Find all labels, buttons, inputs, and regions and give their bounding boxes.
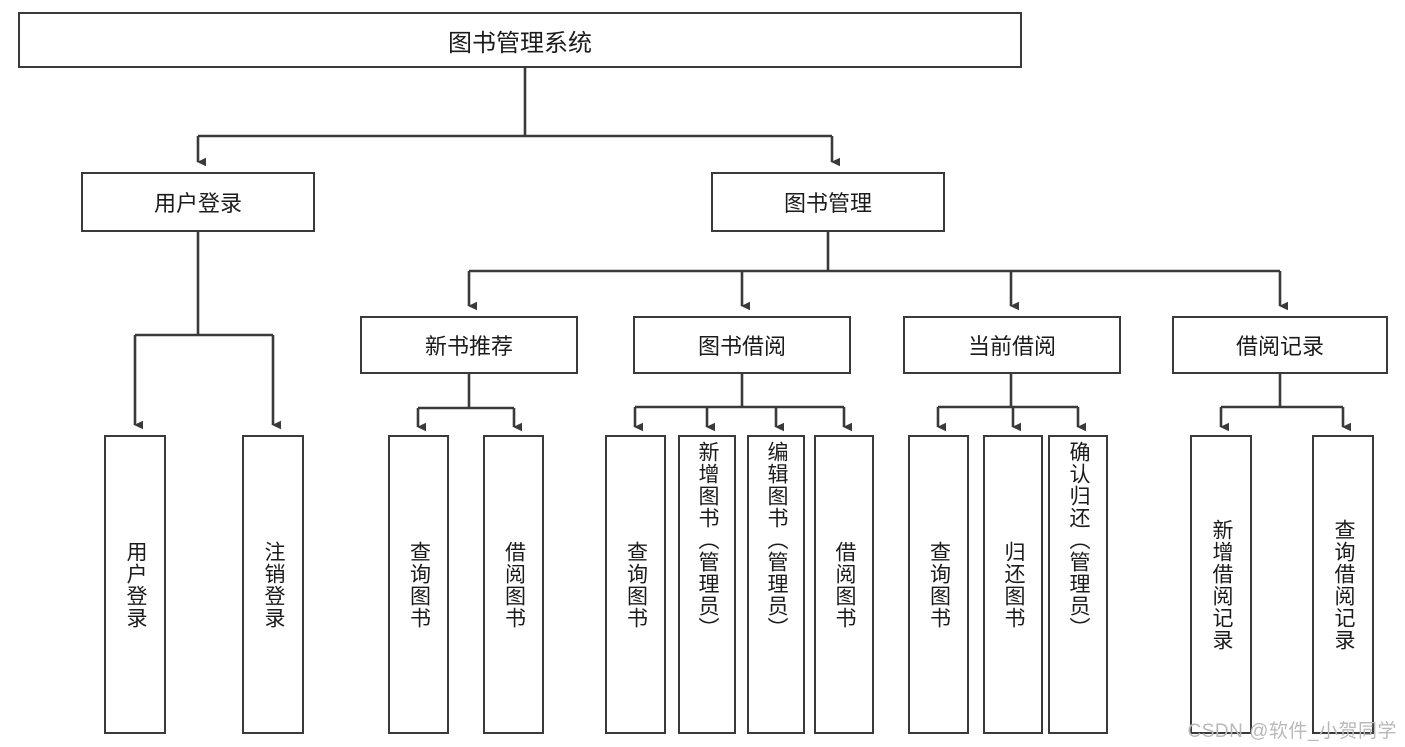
leaf-user-login[interactable]: 用户登录 [104,435,166,734]
leaf-confirm-return[interactable]: 确认归还（管理员） [1048,435,1108,734]
node-new-book-recommend-label: 新书推荐 [424,334,513,359]
leaf-return-book[interactable]: 归还图书 [983,435,1043,734]
node-book-borrow[interactable]: 图书借阅 [633,316,851,374]
leaf-add-record-label: 新增借阅记录 [1210,518,1234,651]
node-borrow-record-label: 借阅记录 [1235,334,1324,359]
node-current-borrow-label: 当前借阅 [967,334,1056,359]
leaf-query-book-3[interactable]: 查询图书 [908,435,969,734]
node-book-borrow-label: 图书借阅 [697,334,786,359]
leaf-edit-book[interactable]: 编辑图书（管理员） [747,435,805,734]
leaf-query-book-3-label: 查询图书 [927,540,951,629]
node-current-borrow[interactable]: 当前借阅 [903,316,1121,374]
node-book-management-label: 图书管理 [783,191,872,216]
node-root-label: 图书管理系统 [448,29,592,57]
leaf-query-record-label: 查询借阅记录 [1332,518,1356,651]
node-book-management[interactable]: 图书管理 [711,172,945,232]
leaf-confirm-return-label: 确认归还（管理员） [1067,441,1091,639]
leaf-query-book-1[interactable]: 查询图书 [388,435,449,734]
node-root[interactable]: 图书管理系统 [18,12,1022,68]
leaf-query-book-1-label: 查询图书 [407,540,431,629]
node-user-login-label: 用户登录 [153,191,242,216]
leaf-add-book-label: 新增图书（管理员） [696,441,720,639]
leaf-query-record[interactable]: 查询借阅记录 [1312,435,1374,734]
leaf-borrow-book-1[interactable]: 借阅图书 [483,435,544,734]
leaf-logout[interactable]: 注销登录 [242,435,304,734]
leaf-borrow-book-2-label: 借阅图书 [833,540,857,629]
leaf-return-book-label: 归还图书 [1002,540,1026,629]
leaf-user-login-label: 用户登录 [124,540,148,629]
watermark: CSDN @软件_小贺同学 [1187,721,1397,742]
leaf-add-book[interactable]: 新增图书（管理员） [678,435,736,734]
node-user-login[interactable]: 用户登录 [81,172,315,232]
leaf-query-book-2[interactable]: 查询图书 [605,435,666,734]
leaf-query-book-2-label: 查询图书 [624,540,648,629]
leaf-add-record[interactable]: 新增借阅记录 [1190,435,1252,734]
leaf-edit-book-label: 编辑图书（管理员） [765,441,789,639]
leaf-borrow-book-1-label: 借阅图书 [502,540,526,629]
leaf-logout-label: 注销登录 [262,540,286,629]
node-borrow-record[interactable]: 借阅记录 [1172,316,1388,374]
node-new-book-recommend[interactable]: 新书推荐 [360,316,578,374]
leaf-borrow-book-2[interactable]: 借阅图书 [814,435,874,734]
